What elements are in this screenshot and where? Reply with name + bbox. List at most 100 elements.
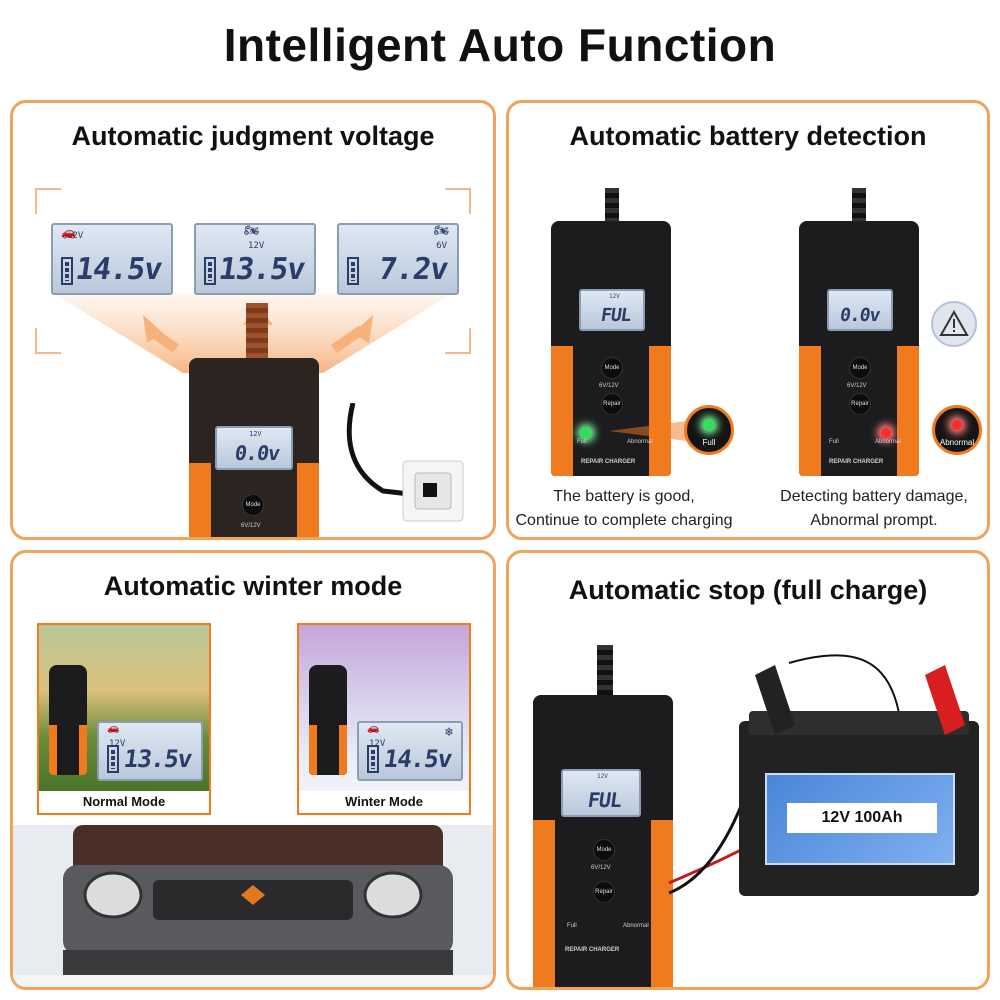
lcd-screen-winter: 12V 🚗 ❄ 14.5v	[357, 721, 463, 781]
volt-label: 12V	[609, 293, 620, 300]
zoom-abnormal-indicator: Abnormal	[932, 405, 982, 455]
repair-button[interactable]: Repair	[593, 881, 615, 903]
switch-label: 6V/12V	[591, 865, 611, 871]
volt-label: 6V	[436, 241, 447, 251]
car-icon: 🚗	[367, 723, 380, 734]
battery-label: 12V 100Ah	[765, 773, 955, 865]
volt-label: 12V	[597, 773, 608, 780]
winter-mode-label: Winter Mode	[299, 791, 469, 813]
mode-button[interactable]: Mode	[849, 357, 871, 379]
charger-device: 12V 0.0v Mode 6V/12V	[189, 358, 319, 537]
mode-button[interactable]: Mode	[593, 839, 615, 861]
volt-label: 12V	[248, 241, 265, 251]
abnormal-label: Abnormal	[627, 439, 653, 445]
normal-mode-scene: 12V 🚗 13.5v Normal Mode	[37, 623, 211, 815]
black-clamp-icon	[755, 665, 795, 735]
caption-abnormal: Detecting battery damage, Abnormal promp…	[759, 485, 987, 533]
voltage-reading: 14.5v	[73, 252, 164, 287]
volt-label: 12V	[67, 231, 84, 241]
abnormal-label: Abnormal	[623, 923, 649, 929]
volt-label: 12V	[369, 739, 386, 749]
lcd-screen-car: 12V 🚗 14.5v	[51, 223, 173, 295]
battery-level-icon	[367, 745, 379, 773]
red-clamp-icon	[925, 665, 965, 735]
car-battery: 12V 100Ah	[739, 711, 979, 896]
battery-clamps	[755, 665, 965, 735]
red-led	[952, 420, 962, 430]
lcd-reading: FUL	[586, 788, 623, 812]
lcd-screen-motorcycle-12v: 🏍 12V 13.5v	[194, 223, 316, 295]
brand-label: REPAIR CHARGER	[829, 459, 884, 465]
panel-judgment-voltage: Automatic judgment voltage 12V 🚗 14.5v 🏍…	[10, 100, 496, 540]
battery-level-icon	[107, 745, 119, 773]
voltage-reading: 7.2v	[376, 252, 450, 287]
winter-mode-scene: 12V 🚗 ❄ 14.5v Winter Mode	[297, 623, 471, 815]
switch-label: 6V/12V	[847, 383, 867, 389]
full-label: Full	[829, 439, 839, 445]
charger-device: 12V FUL Mode 6V/12V Repair Full Abnormal…	[533, 695, 673, 987]
volt-label: 12V	[109, 739, 126, 749]
car-icon: 🚗	[61, 225, 76, 239]
caption-line: The battery is good,	[553, 488, 695, 505]
panel-title: Automatic winter mode	[103, 571, 403, 601]
charger-device-right: 0.0v Mode 6V/12V Repair Full Abnormal RE…	[799, 221, 919, 476]
snowflake-icon: ❄	[445, 725, 453, 740]
lcd-screen-motorcycle-6v: 🏍 6V 7.2v	[337, 223, 459, 295]
panel-title: Automatic battery detection	[569, 121, 927, 151]
car-icon: 🚗	[107, 723, 120, 734]
green-led	[704, 420, 714, 430]
power-cable	[597, 645, 613, 700]
panel-winter-mode: Automatic winter mode 12V 🚗 13.5v Normal…	[10, 550, 496, 990]
frame-corner	[445, 328, 471, 354]
battery-level-icon	[347, 257, 359, 285]
snowy-car-image	[13, 825, 493, 987]
full-label: Full	[577, 439, 587, 445]
volt-label: 12V	[249, 430, 262, 438]
brand-label: REPAIR CHARGER	[581, 459, 636, 465]
voltage-reading: 13.5v	[216, 252, 307, 287]
mode-button[interactable]: Mode	[242, 494, 264, 516]
caption-good: The battery is good, Continue to complet…	[509, 485, 739, 533]
battery-level-icon	[61, 257, 73, 285]
wall-socket	[346, 403, 464, 522]
device-lcd: 0.0v	[827, 289, 893, 331]
zoom-beam	[609, 421, 687, 441]
panel-auto-stop: Automatic stop (full charge) 12V FUL Mod…	[506, 550, 990, 990]
full-led	[581, 428, 591, 438]
zoom-label: Full	[702, 438, 716, 447]
motorcycle-icon: 🏍	[244, 223, 260, 237]
motorcycle-icon: 🏍	[433, 223, 449, 237]
switch-label: 6V/12V	[599, 383, 619, 389]
zoom-full-indicator: Full	[684, 405, 734, 455]
brand-label: REPAIR CHARGER	[565, 947, 620, 953]
abnormal-led	[881, 428, 891, 438]
device-lcd: 12V FUL	[561, 769, 641, 817]
switch-label: 6V/12V	[241, 523, 261, 529]
battery-level-icon	[204, 257, 216, 285]
caption-line: Continue to complete charging	[515, 512, 733, 529]
panel-battery-detection: Automatic battery detection 12V FUL Mode…	[506, 100, 990, 540]
repair-button[interactable]: Repair	[601, 393, 623, 415]
caption-line: Detecting battery damage,	[780, 488, 968, 505]
power-cable	[246, 303, 268, 363]
device-lcd: 12V FUL	[579, 289, 645, 331]
voltage-reading: 13.5v	[121, 745, 193, 773]
charger-device	[49, 665, 87, 775]
lcd-screen-normal: 12V 🚗 13.5v	[97, 721, 203, 781]
charger-device	[309, 665, 347, 775]
panel-title: Automatic judgment voltage	[71, 121, 435, 151]
zoom-label: Abnormal	[939, 438, 975, 447]
frame-corner	[35, 188, 61, 214]
panel-title: Automatic stop (full charge)	[568, 575, 928, 605]
voltage-reading: 14.5v	[381, 745, 453, 773]
abnormal-label: Abnormal	[875, 439, 901, 445]
repair-button[interactable]: Repair	[849, 393, 871, 415]
battery-capacity: 12V 100Ah	[787, 803, 937, 833]
normal-mode-label: Normal Mode	[39, 791, 209, 813]
voltage-reading: 0.0v	[233, 441, 281, 465]
frame-corner	[35, 328, 61, 354]
caption-line: Abnormal prompt.	[810, 512, 938, 529]
lcd-reading: 0.0v	[838, 305, 881, 326]
frame-corner	[445, 188, 471, 214]
mode-button[interactable]: Mode	[601, 357, 623, 379]
